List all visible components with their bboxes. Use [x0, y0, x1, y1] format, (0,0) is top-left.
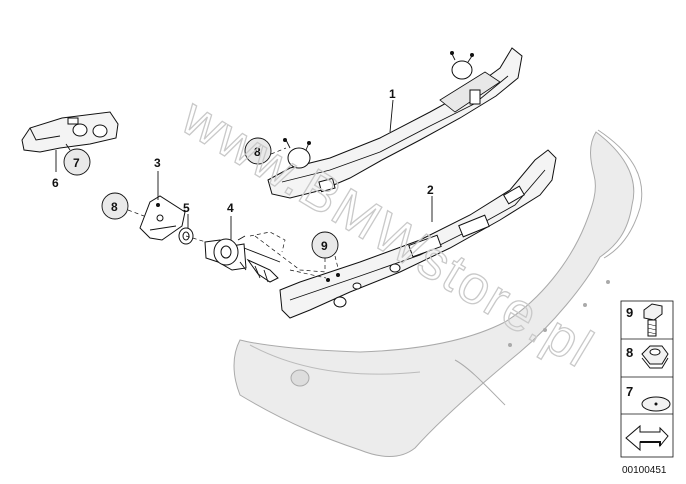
callout-3: 3: [154, 156, 161, 200]
towing-eye-socket: [204, 231, 286, 283]
hex-nut-icon: [641, 345, 669, 369]
circled-callout-8-carrier: 8: [244, 137, 287, 165]
legend-number: 7: [626, 384, 633, 399]
bolt-icon: [643, 303, 663, 337]
callout-2: 2: [427, 183, 434, 222]
mounting-plate: [139, 195, 186, 241]
legend-number: 9: [626, 305, 633, 320]
circled-callout-9: 9: [311, 231, 339, 272]
alignment-line: [254, 235, 327, 273]
bumper-carrier-lower: [279, 149, 557, 319]
fastener-legend: 9 8 7: [620, 300, 674, 458]
callout-label: 3: [154, 156, 161, 170]
callout-6: 6: [52, 150, 59, 190]
bumper-cover: [233, 129, 643, 457]
callout-label: 4: [227, 201, 234, 215]
legend-item-bolt: 9: [626, 303, 663, 337]
watermark: www.BMWstore.pl: [171, 86, 604, 379]
callout-label: 1: [389, 87, 396, 101]
callout-5: 5: [183, 201, 190, 228]
legend-item-clip: 7: [626, 384, 671, 412]
legend-number: 8: [626, 345, 633, 360]
bumper-carrier-upper: [267, 47, 523, 199]
direction-arrow-icon: [625, 424, 669, 452]
callout-label: 8: [254, 145, 261, 159]
legend-item-nut: 8: [626, 345, 669, 369]
callout-1: 1: [389, 87, 396, 133]
alignment-line: [289, 269, 327, 279]
image-code: 00100451: [622, 465, 667, 476]
callout-label: 5: [183, 201, 190, 215]
callout-label: 8: [111, 200, 118, 214]
callout-label: 7: [73, 156, 80, 170]
alignment-line: [185, 235, 207, 243]
callout-label: 9: [321, 239, 328, 253]
callout-label: 6: [52, 176, 59, 190]
callout-label: 2: [427, 183, 434, 197]
circled-callout-7: 7: [63, 143, 91, 176]
bracket: [21, 111, 119, 153]
clip-icon: [641, 396, 671, 412]
callout-4: 4: [227, 201, 234, 240]
circled-callout-8-plate: 8: [101, 192, 145, 220]
